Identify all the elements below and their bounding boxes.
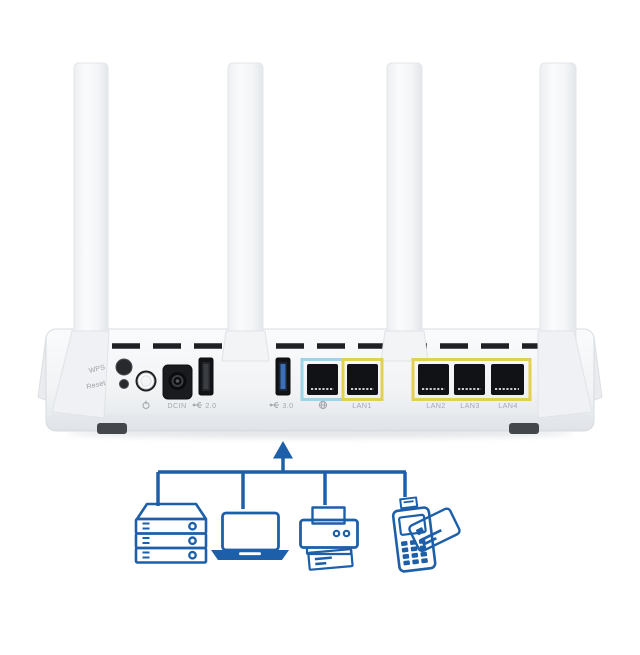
- dcin-label: DCIN: [167, 401, 186, 410]
- right-foot: [509, 423, 539, 434]
- antenna-4: [539, 62, 577, 349]
- router-body-lower-lip: [48, 414, 592, 429]
- connection-diagram: [134, 441, 461, 573]
- lan3-port: [454, 364, 485, 395]
- wps-button: [115, 358, 133, 376]
- antenna-1-hinge: [51, 330, 110, 419]
- up-arrow-icon: [273, 441, 293, 459]
- credit-card-icon: [408, 507, 461, 553]
- lan2-port: [418, 364, 449, 395]
- antenna-3: [386, 62, 423, 349]
- lan4-port: [491, 364, 524, 395]
- usb3-port: [275, 357, 291, 396]
- antenna-2-base: [221, 330, 270, 362]
- lan1-port-frame: [341, 358, 384, 401]
- antenna-1: [73, 62, 109, 349]
- wan-port: [307, 364, 338, 395]
- printer-icon: [299, 506, 359, 571]
- usb3-label: 3.0: [282, 401, 293, 410]
- wps-label: WPS: [88, 364, 106, 375]
- lan4-label: LAN4: [498, 401, 518, 410]
- server-icon: [134, 502, 208, 564]
- antennas: [51, 62, 593, 419]
- lan1-label: LAN1: [352, 401, 372, 410]
- globe-icon: [318, 400, 328, 410]
- dc-power-jack: [162, 364, 193, 400]
- pos-terminal-icon: [391, 496, 461, 573]
- lan-group-frame: [411, 358, 532, 401]
- power-button: [135, 370, 157, 392]
- reset-button: [119, 379, 129, 389]
- lan2-label: LAN2: [426, 401, 446, 410]
- antenna-2: [227, 62, 264, 349]
- lan1-port: [347, 364, 378, 395]
- antenna-4-hinge: [537, 330, 593, 419]
- power-icon: [142, 400, 150, 410]
- lan3-label: LAN3: [460, 401, 480, 410]
- laptop-icon: [211, 511, 289, 560]
- reset-label: Reset: [86, 380, 106, 391]
- usb2-label: 2.0: [205, 401, 216, 410]
- usb-icon: [269, 402, 279, 408]
- antenna-3-base: [380, 330, 429, 362]
- usb2-port: [198, 357, 214, 396]
- usb-icon: [192, 402, 202, 408]
- left-foot: [97, 423, 127, 434]
